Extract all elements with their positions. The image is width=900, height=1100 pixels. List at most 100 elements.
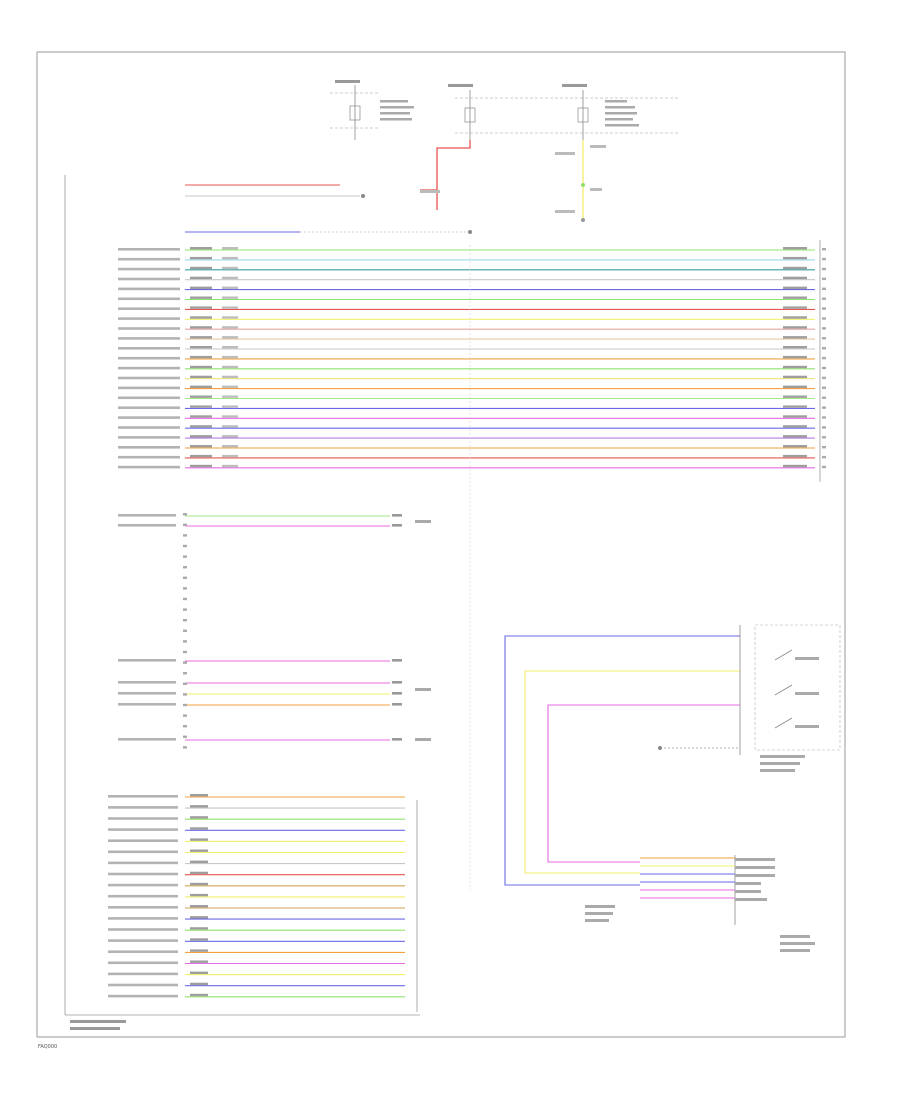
bus-pin-right bbox=[822, 287, 826, 290]
bus-pin-right bbox=[822, 396, 826, 399]
bus-wire-size bbox=[222, 286, 238, 289]
bus-pin-right bbox=[822, 455, 826, 459]
bus-pin-right bbox=[822, 446, 826, 449]
bus-wire-code-right bbox=[783, 375, 807, 379]
bus-wire-code bbox=[190, 346, 212, 349]
pin-number bbox=[183, 513, 187, 516]
lower-wire-code bbox=[190, 794, 208, 797]
lower-wire-code bbox=[190, 993, 208, 997]
bus-wire-code-right bbox=[783, 385, 807, 388]
bus-wire-code-right bbox=[783, 306, 807, 309]
bus-wire-size bbox=[222, 464, 238, 468]
lower-row-label bbox=[108, 906, 178, 909]
pin-number bbox=[183, 523, 187, 526]
bus-wire-code bbox=[190, 445, 212, 448]
pin-number bbox=[183, 608, 187, 611]
pin-number bbox=[183, 735, 187, 738]
bus-wire-code bbox=[190, 395, 212, 398]
mid-row-label bbox=[118, 659, 176, 662]
lower-row-label bbox=[108, 894, 178, 898]
bus-row-label bbox=[118, 347, 180, 350]
bus-pin-right bbox=[822, 426, 826, 429]
lower-wire-code bbox=[190, 905, 208, 908]
middle-connector-wires bbox=[185, 515, 390, 741]
lower-row-label bbox=[108, 883, 178, 887]
pin-number bbox=[183, 619, 187, 622]
bus-wire-size bbox=[222, 445, 238, 448]
bus-wire-code bbox=[190, 375, 212, 379]
lower-row-label bbox=[108, 972, 178, 976]
bus-wire-size bbox=[222, 385, 238, 388]
bus-pin-right bbox=[822, 337, 826, 340]
lower-row-label bbox=[108, 983, 178, 987]
bus-row-label bbox=[118, 416, 180, 419]
pin-number bbox=[183, 629, 187, 632]
bus-wire-size bbox=[222, 405, 238, 408]
bus-wire-code bbox=[190, 405, 212, 408]
mid-pin-right bbox=[392, 524, 402, 527]
mid-row-label bbox=[118, 524, 176, 527]
bus-wire-size bbox=[222, 375, 238, 379]
mid-row-label bbox=[118, 681, 176, 684]
lower-wire-code bbox=[190, 838, 208, 841]
lower-wire-code bbox=[190, 916, 208, 919]
bus-wire-size bbox=[222, 256, 238, 260]
bus-pin-right bbox=[822, 347, 826, 350]
lower-row-label bbox=[108, 917, 178, 920]
mid-pin-right bbox=[392, 703, 402, 706]
main-wire-bus bbox=[118, 247, 826, 469]
bus-wire-size bbox=[222, 435, 238, 438]
lower-row-label bbox=[108, 817, 178, 820]
lower-wire-code bbox=[190, 805, 208, 808]
bus-pin-right bbox=[822, 277, 826, 281]
lower-wire-code bbox=[190, 882, 208, 886]
lower-row-label bbox=[108, 861, 178, 865]
pin-number bbox=[183, 534, 187, 537]
bus-pin-right bbox=[822, 416, 826, 419]
bus-row-label bbox=[118, 356, 180, 360]
bus-row-label bbox=[118, 287, 180, 291]
bus-wire-size bbox=[222, 365, 238, 369]
pin-number bbox=[183, 587, 187, 590]
bus-pin-right bbox=[822, 297, 826, 300]
lower-wire-code bbox=[190, 860, 208, 863]
pin-number bbox=[183, 746, 187, 749]
bus-pin-right bbox=[822, 386, 826, 389]
bus-pin-right bbox=[822, 317, 826, 320]
lower-row-label bbox=[108, 850, 178, 854]
fuse-block-top bbox=[330, 80, 680, 140]
mid-pin-right bbox=[392, 692, 402, 695]
bus-row-label bbox=[118, 406, 180, 409]
bus-pin-right bbox=[822, 436, 826, 439]
lower-row-label bbox=[108, 950, 178, 953]
bus-row-label bbox=[118, 366, 180, 370]
pin-number bbox=[183, 672, 187, 675]
bus-wire-size bbox=[222, 336, 238, 339]
bus-wire-code-right bbox=[783, 395, 807, 398]
bus-row-label bbox=[118, 267, 180, 271]
lower-wire-code bbox=[190, 938, 208, 941]
bus-wire-code bbox=[190, 266, 212, 270]
bus-wire-code-right bbox=[783, 276, 807, 280]
pin-number bbox=[183, 555, 187, 558]
bus-row-label bbox=[118, 337, 180, 340]
bus-wire-code bbox=[190, 296, 212, 299]
bus-wire-code bbox=[190, 336, 212, 339]
bus-wire-code-right bbox=[783, 454, 807, 458]
pin-number bbox=[183, 714, 187, 717]
bus-wire-code-right bbox=[783, 326, 807, 329]
bus-wire-size bbox=[222, 346, 238, 349]
bus-wire-code-right bbox=[783, 355, 807, 359]
bus-wire-size bbox=[222, 266, 238, 270]
lower-wire-code bbox=[190, 971, 208, 974]
bus-pin-right bbox=[822, 366, 826, 370]
bus-row-label bbox=[118, 277, 180, 281]
lower-wire-code bbox=[190, 960, 208, 963]
bus-wire-size bbox=[222, 276, 238, 280]
bus-wire-code bbox=[190, 454, 212, 458]
lower-row-label bbox=[108, 795, 178, 798]
bus-wire-code bbox=[190, 316, 212, 319]
bus-wire-size bbox=[222, 296, 238, 299]
bus-row-label bbox=[118, 297, 180, 301]
